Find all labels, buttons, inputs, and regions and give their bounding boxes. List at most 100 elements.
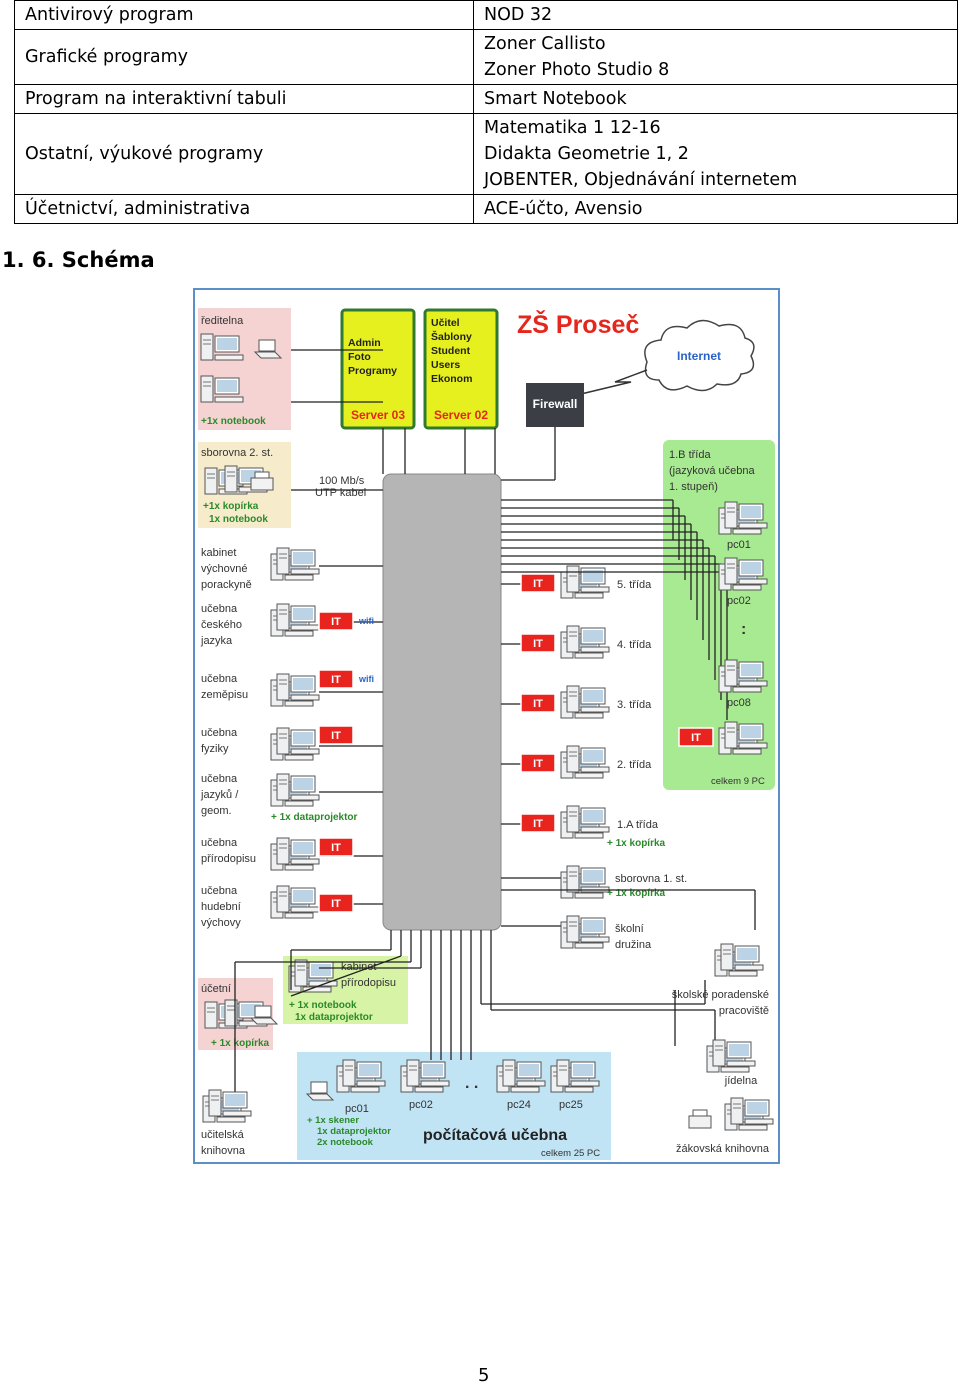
pc-label: pc25: [559, 1099, 583, 1111]
poradenske-label: školské poradenské: [672, 989, 769, 1001]
jidelna-label: jídelna: [724, 1075, 758, 1087]
dataprojektor-note: + 1x dataprojektor: [271, 812, 358, 823]
internet-label: Internet: [677, 349, 721, 363]
it-box: [318, 669, 354, 689]
left-room-label: přírodopisu: [201, 853, 256, 865]
it-label: IT: [533, 698, 543, 710]
server-role: Student: [431, 345, 471, 357]
druzina-label: družina: [615, 939, 652, 951]
it-box: [520, 753, 556, 773]
it-box: [318, 893, 354, 913]
server-role: Programy: [348, 365, 397, 377]
it-label: IT: [533, 758, 543, 770]
it-label: IT: [331, 730, 341, 742]
software-item: ACE-účto, Avensio: [484, 199, 643, 219]
lab-note: 2x notebook: [317, 1137, 374, 1148]
classroom-1b-total: celkem 9 PC: [711, 776, 765, 787]
left-room-label: porackyně: [201, 579, 252, 591]
cable-label: 100 Mb/s: [319, 475, 365, 487]
lab-dots: . .: [465, 1075, 478, 1092]
firewall-box: [526, 383, 584, 427]
it-label: IT: [331, 842, 341, 854]
server-role: Šablony: [431, 330, 472, 343]
it-box: [318, 837, 354, 857]
server-name: Server 02: [434, 408, 488, 422]
ucetni-label: účetní: [201, 983, 231, 995]
software-item: Smart Notebook: [484, 89, 627, 109]
software-item: Zoner Photo Studio 8: [484, 60, 670, 80]
server-role: Učitel: [431, 317, 460, 329]
left-room-label: jazyka: [200, 635, 233, 647]
it-box: [520, 693, 556, 713]
internet-cloud: [644, 319, 755, 392]
lab-note: + 1x skener: [307, 1115, 359, 1126]
reditelna-label: ředitelna: [201, 315, 244, 327]
it-label: IT: [331, 898, 341, 910]
class-label: 4. třída: [617, 639, 652, 651]
reditelna-zone: [198, 308, 291, 430]
ucitelska-label: knihovna: [201, 1145, 246, 1157]
network-diagram-svg: ZŠ ProsečInternetFirewallAdminFotoProgra…: [198, 308, 775, 1160]
left-room-label: jazyků /: [200, 789, 239, 801]
left-room-label: učebna: [201, 603, 238, 615]
left-room-label: učebna: [201, 837, 238, 849]
class-label: 5. třída: [617, 579, 652, 591]
software-item: Zoner Callisto: [484, 34, 606, 54]
classroom-1b-label: (jazyková učebna: [669, 465, 755, 477]
server-role: Admin: [348, 337, 381, 349]
left-room-label: geom.: [201, 805, 232, 817]
left-room-label: zeměpisu: [201, 689, 248, 701]
software-items: NOD 32: [473, 0, 958, 30]
it-label: IT: [691, 732, 701, 744]
left-room-label: hudební: [201, 901, 241, 913]
left-room-label: učebna: [201, 773, 238, 785]
class-label: 3. třída: [617, 699, 652, 711]
pc-label: pc01: [345, 1103, 369, 1115]
druzina-label: školní: [615, 923, 644, 935]
sborovna1-note: + 1x kopírka: [607, 888, 666, 899]
sborovna2-label: sborovna 2. st.: [201, 447, 273, 459]
lab-note: 1x dataprojektor: [317, 1126, 391, 1137]
pc-label: pc01: [727, 539, 751, 551]
class-1a-note: + 1x kopírka: [607, 838, 666, 849]
lab-title: počítačová učebna: [423, 1127, 567, 1144]
ucetni-note: + 1x kopírka: [211, 1038, 270, 1049]
ucitelska-label: učitelská: [201, 1129, 245, 1141]
it-label: IT: [533, 638, 543, 650]
left-room-label: výchovy: [201, 917, 241, 929]
pc-label: pc02: [727, 595, 751, 607]
firewall-label: Firewall: [533, 397, 578, 411]
left-room-label: výchovné: [201, 563, 247, 575]
left-room-label: učebna: [201, 885, 238, 897]
page-number: 5: [478, 1365, 490, 1386]
software-item: Didakta Geometrie 1, 2: [484, 144, 689, 164]
kabinet-prir-label: přírodopisu: [341, 977, 396, 989]
wifi-label: wifi: [358, 616, 374, 626]
pc-label: :: [741, 621, 746, 638]
sborovna2-note: 1x notebook: [209, 514, 268, 525]
it-label: IT: [533, 818, 543, 830]
software-category: Program na interaktivní tabuli: [14, 84, 474, 114]
it-box: [520, 573, 556, 593]
class-label: 1.A třída: [617, 819, 659, 831]
software-items: Smart Notebook: [473, 84, 958, 114]
it-box: [318, 611, 354, 631]
poradenske-label: pracoviště: [719, 1005, 769, 1017]
server-role: Users: [431, 359, 460, 371]
network-switch: [382, 473, 502, 931]
sborovna2-note: +1x kopírka: [203, 501, 259, 512]
classroom-1b-label: 1.B třída: [669, 449, 711, 461]
lab-total: celkem 25 PC: [541, 1148, 600, 1159]
it-box: [520, 813, 556, 833]
kabinet-prir-note: 1x dataprojektor: [295, 1012, 373, 1023]
server-box: [423, 308, 499, 430]
it-box: [678, 727, 714, 747]
school-title: ZŠ Proseč: [517, 309, 639, 339]
